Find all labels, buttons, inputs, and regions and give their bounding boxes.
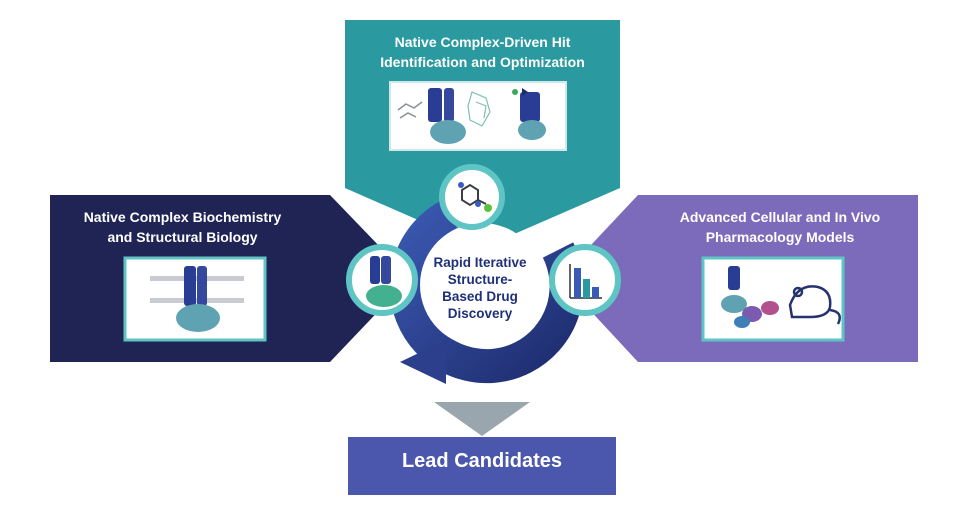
chart-node bbox=[549, 244, 621, 316]
mouse-icon bbox=[788, 285, 841, 325]
left-panel-title: Native Complex Biochemistry and Structur… bbox=[55, 207, 310, 247]
center-label: Rapid Iterative Structure- Based Drug Di… bbox=[418, 254, 542, 322]
center-label-line3: Based Drug bbox=[442, 289, 518, 304]
lead-candidates-label: Lead Candidates bbox=[401, 450, 563, 472]
right-panel-image bbox=[701, 256, 845, 342]
left-panel-title-line2: and Structural Biology bbox=[107, 229, 258, 245]
top-panel-title-line2: Identification and Optimization bbox=[380, 54, 585, 70]
protein-complex-icon bbox=[721, 266, 779, 328]
left-panel-title-line1: Native Complex Biochemistry bbox=[83, 209, 282, 225]
center-disc bbox=[420, 223, 544, 347]
protein-in-membrane-icon bbox=[176, 266, 220, 332]
protein-node bbox=[346, 244, 418, 316]
molecule-node bbox=[439, 164, 505, 230]
right-panel-title-line1: Advanced Cellular and In Vivo bbox=[679, 209, 881, 225]
center-label-line1: Rapid Iterative bbox=[433, 255, 527, 270]
protein-ligand-icon bbox=[512, 88, 546, 140]
protein-in-membrane-icon bbox=[428, 88, 466, 144]
ligand-chain-icon bbox=[397, 101, 423, 119]
right-panel-title: Advanced Cellular and In Vivo Pharmacolo… bbox=[650, 207, 910, 247]
top-panel-title-line1: Native Complex-Driven Hit bbox=[394, 34, 571, 50]
right-panel-title-line2: Pharmacology Models bbox=[705, 229, 855, 245]
top-panel-image bbox=[389, 81, 567, 151]
left-panel-image bbox=[123, 256, 267, 342]
center-label-line2: Structure- bbox=[447, 272, 513, 287]
lead-box bbox=[348, 437, 616, 495]
down-arrow-icon bbox=[434, 402, 530, 436]
protein-structure-icon bbox=[366, 256, 402, 307]
bar-chart-icon bbox=[569, 264, 602, 299]
molecule-mesh-icon bbox=[467, 91, 491, 127]
center-label-line4: Discovery bbox=[447, 306, 513, 321]
small-molecule-icon bbox=[461, 183, 487, 207]
top-panel-title: Native Complex-Driven Hit Identification… bbox=[345, 32, 620, 72]
